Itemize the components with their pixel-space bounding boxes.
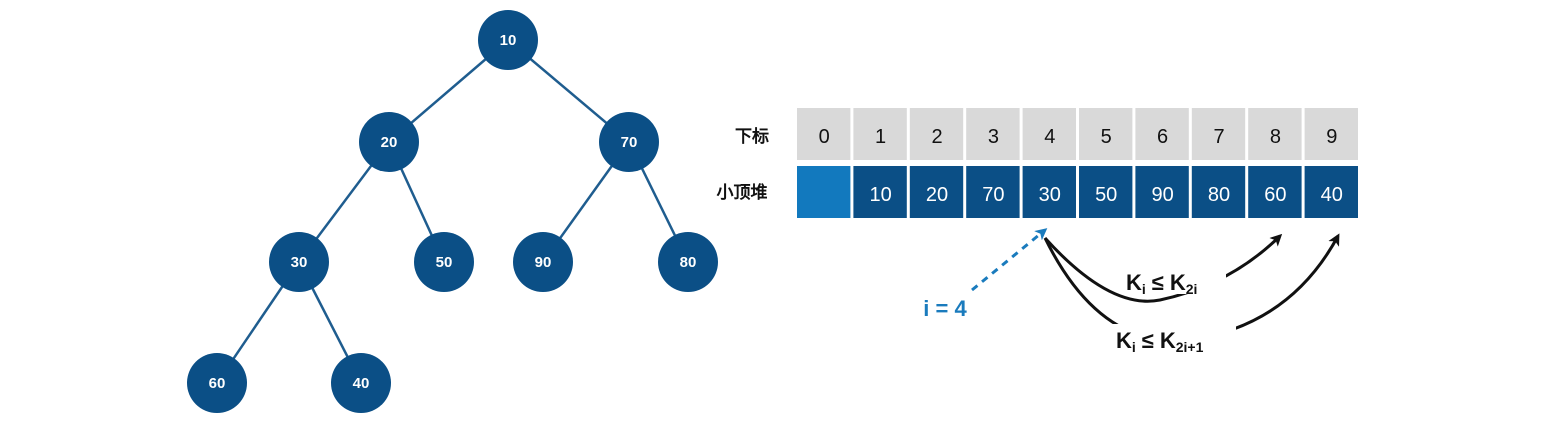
index-cell-label: 1 bbox=[875, 126, 886, 148]
index-cell-label: 9 bbox=[1326, 126, 1337, 148]
heap-value-cell bbox=[1079, 166, 1133, 218]
svg-text:Ki≤K2i: Ki≤K2i bbox=[1126, 270, 1197, 297]
array-table: 0 1 10 2 20 3 70 4 30 5 50 6 90 7 80 8 60 9 40 bbox=[797, 108, 1358, 218]
index-cell-label: 2 bbox=[931, 126, 942, 148]
heap-value-cell bbox=[1135, 166, 1189, 218]
tree-node: 80 bbox=[658, 232, 718, 292]
tree-node-label: 80 bbox=[680, 254, 697, 271]
tree-node-label: 60 bbox=[209, 375, 226, 392]
tree-node-label: 70 bbox=[621, 134, 638, 151]
index-cell-label: 0 bbox=[819, 126, 830, 148]
i-label: i = 4 bbox=[923, 296, 967, 321]
heap-value-cell bbox=[1022, 166, 1076, 218]
tree-node-circle bbox=[599, 112, 659, 172]
tree-node: 20 bbox=[359, 112, 419, 172]
tree-node-label: 90 bbox=[535, 254, 552, 271]
formula-ki-le-k2i: Ki≤K2i bbox=[1122, 262, 1226, 297]
heap-value-label: 80 bbox=[1208, 184, 1230, 206]
tree-node: 50 bbox=[414, 232, 474, 292]
heap-value-cell bbox=[966, 166, 1020, 218]
heap-value-cell bbox=[797, 166, 851, 218]
tree-node-circle bbox=[513, 232, 573, 292]
index-cell bbox=[1135, 108, 1189, 160]
tree-node-label: 20 bbox=[381, 134, 398, 151]
tree-node: 60 bbox=[187, 353, 247, 413]
svg-text:Ki≤K2i+1: Ki≤K2i+1 bbox=[1116, 328, 1204, 355]
index-cell-label: 8 bbox=[1270, 126, 1281, 148]
heap-value-cell bbox=[909, 166, 964, 218]
tree-edges bbox=[215, 39, 690, 384]
index-cell bbox=[853, 108, 907, 160]
tree-node: 10 bbox=[478, 10, 538, 70]
heap-value-label: 90 bbox=[1151, 184, 1173, 206]
heap-value-label: 40 bbox=[1321, 184, 1343, 206]
heap-value-cell bbox=[1191, 166, 1246, 218]
tree-node-circle bbox=[187, 353, 247, 413]
heap-row-label: 小顶堆 bbox=[717, 182, 768, 203]
heap-value-label: 10 bbox=[869, 184, 891, 206]
index-cell-label: 5 bbox=[1101, 126, 1112, 148]
heap-value-label: 30 bbox=[1039, 184, 1061, 206]
heap-value-label: 70 bbox=[982, 184, 1004, 206]
heap-value-cell bbox=[1304, 166, 1358, 218]
tree-node-circle bbox=[269, 232, 329, 292]
tree-node-circle bbox=[414, 232, 474, 292]
index-cell bbox=[1191, 108, 1246, 160]
index-cell bbox=[1022, 108, 1076, 160]
index-cell bbox=[1079, 108, 1133, 160]
tree-node-label: 10 bbox=[500, 32, 517, 49]
index-cell-label: 6 bbox=[1157, 126, 1168, 148]
heap-value-label: 60 bbox=[1264, 184, 1286, 206]
index-cell bbox=[1304, 108, 1358, 160]
index-cell-label: 4 bbox=[1044, 126, 1055, 148]
index-cell-label: 3 bbox=[988, 126, 999, 148]
index-cell bbox=[1248, 108, 1302, 160]
tree-node-circle bbox=[359, 112, 419, 172]
tree-nodes: 10 20 70 30 50 90 80 60 40 bbox=[187, 10, 718, 413]
tree-node-circle bbox=[478, 10, 538, 70]
tree-node: 30 bbox=[269, 232, 329, 292]
heap-value-label: 20 bbox=[926, 184, 948, 206]
tree-node: 70 bbox=[599, 112, 659, 172]
index-cell bbox=[909, 108, 964, 160]
arrow-to-2i bbox=[1043, 233, 1283, 303]
tree-node-label: 50 bbox=[436, 254, 453, 271]
index-row-label: 下标 bbox=[735, 126, 769, 147]
heap-value-label: 50 bbox=[1095, 184, 1117, 206]
heap-value-cell bbox=[1248, 166, 1302, 218]
index-cell bbox=[966, 108, 1020, 160]
tree-node: 40 bbox=[331, 353, 391, 413]
heap-value-cell bbox=[853, 166, 907, 218]
i-pointer-arrow bbox=[971, 228, 1048, 292]
tree-node-label: 30 bbox=[291, 254, 308, 271]
tree-node: 90 bbox=[513, 232, 573, 292]
tree-node-circle bbox=[331, 353, 391, 413]
formula-ki-le-k2i-plus-1: Ki≤K2i+1 bbox=[1112, 324, 1236, 356]
index-cell bbox=[797, 108, 851, 160]
index-cell-label: 7 bbox=[1213, 126, 1224, 148]
tree-node-circle bbox=[658, 232, 718, 292]
tree-node-label: 40 bbox=[353, 375, 370, 392]
